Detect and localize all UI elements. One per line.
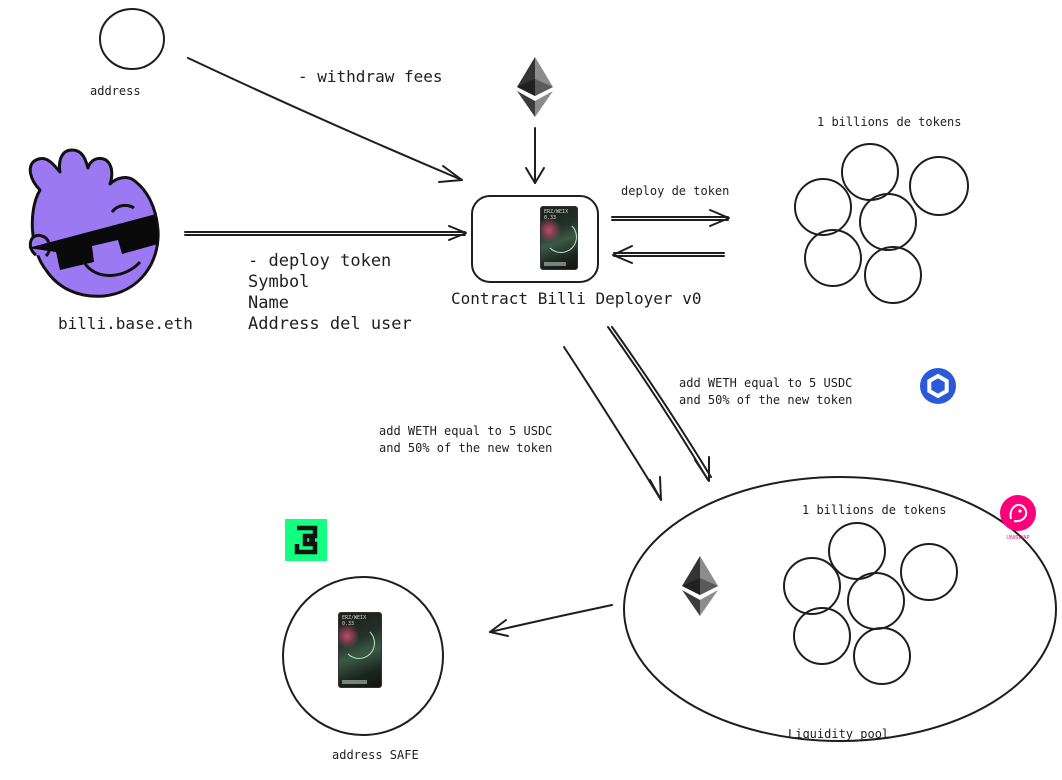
chainlink-icon (920, 368, 956, 404)
weth-line: and 50% of the new token (679, 393, 853, 407)
address-node-circle (99, 8, 165, 70)
uniswap-icon (1000, 495, 1036, 531)
token-circle (864, 246, 922, 304)
arrow-pool-to-safe (489, 604, 613, 637)
deploy-de-token-label: deploy de token (621, 184, 730, 198)
token-circle (783, 557, 841, 615)
address-label: address (90, 84, 141, 98)
address-safe-ellipse (282, 576, 444, 736)
card-value: 0.33 (342, 621, 355, 627)
billi-base-label: billi.base.eth (58, 314, 193, 333)
deploy-params-label: - deploy token Symbol Name Address del u… (248, 251, 412, 335)
liquidity-pool-ellipse (623, 476, 1057, 742)
token-circle (900, 543, 958, 601)
weth-left-label: add WETH equal to 5 USDC and 50% of the … (379, 423, 552, 457)
token-circle (909, 156, 969, 216)
tokens-pool-label: 1 billions de tokens (802, 503, 947, 517)
deploy-param: - deploy token (248, 251, 392, 271)
liquidity-pool-label: Liquidity pool (788, 727, 890, 741)
ethereum-icon (682, 556, 718, 616)
deploy-param: Symbol (248, 272, 310, 292)
weth-line: and 50% of the new token (379, 441, 553, 455)
arrow-deploy-token (184, 225, 467, 241)
arrow-eth-to-contract (525, 127, 545, 184)
arrow-weth-left (563, 346, 662, 501)
token-circle (847, 572, 905, 630)
token-circle (804, 229, 862, 287)
token-card-icon: ERZ/WEIX 0.33 (540, 206, 578, 270)
arrow-withdraw-fees (187, 57, 463, 183)
token-circle (793, 607, 851, 665)
card-pair: ERZ/WEIX (544, 209, 569, 215)
token-circle (853, 627, 911, 685)
token-circle (859, 193, 917, 251)
contract-box (471, 195, 599, 283)
withdraw-fees-label: - withdraw fees (298, 67, 443, 86)
card-value: 0.33 (544, 215, 557, 221)
arrow-deploy-de-token (611, 209, 730, 227)
ethereum-icon (517, 57, 553, 117)
token-cluster-top (794, 143, 969, 304)
token-circle (828, 522, 886, 580)
contract-label: Contract Billi Deployer v0 (451, 289, 702, 308)
safe-icon (285, 519, 327, 561)
token-card-icon: ERZ/WEIX 0.33 (338, 612, 382, 688)
token-cluster-pool (783, 522, 958, 685)
token-circle (841, 143, 899, 201)
deploy-param: Address del user (248, 314, 412, 334)
arrow-return-to-contract (612, 245, 725, 264)
card-pair: ERZ/WEIX (342, 615, 367, 621)
token-circle (794, 178, 852, 236)
arrow-weth-right (607, 326, 712, 482)
tokens-top-label: 1 billions de tokens (817, 115, 962, 129)
weth-line: add WETH equal to 5 USDC (379, 424, 553, 438)
address-safe-label: address SAFE (332, 748, 419, 762)
uniswap-caption: UNISWAP (1006, 535, 1029, 541)
weth-right-label: add WETH equal to 5 USDC and 50% of the … (679, 375, 852, 409)
billi-mascot-icon (28, 148, 160, 298)
weth-line: add WETH equal to 5 USDC (679, 376, 853, 390)
deploy-param: Name (248, 293, 289, 313)
